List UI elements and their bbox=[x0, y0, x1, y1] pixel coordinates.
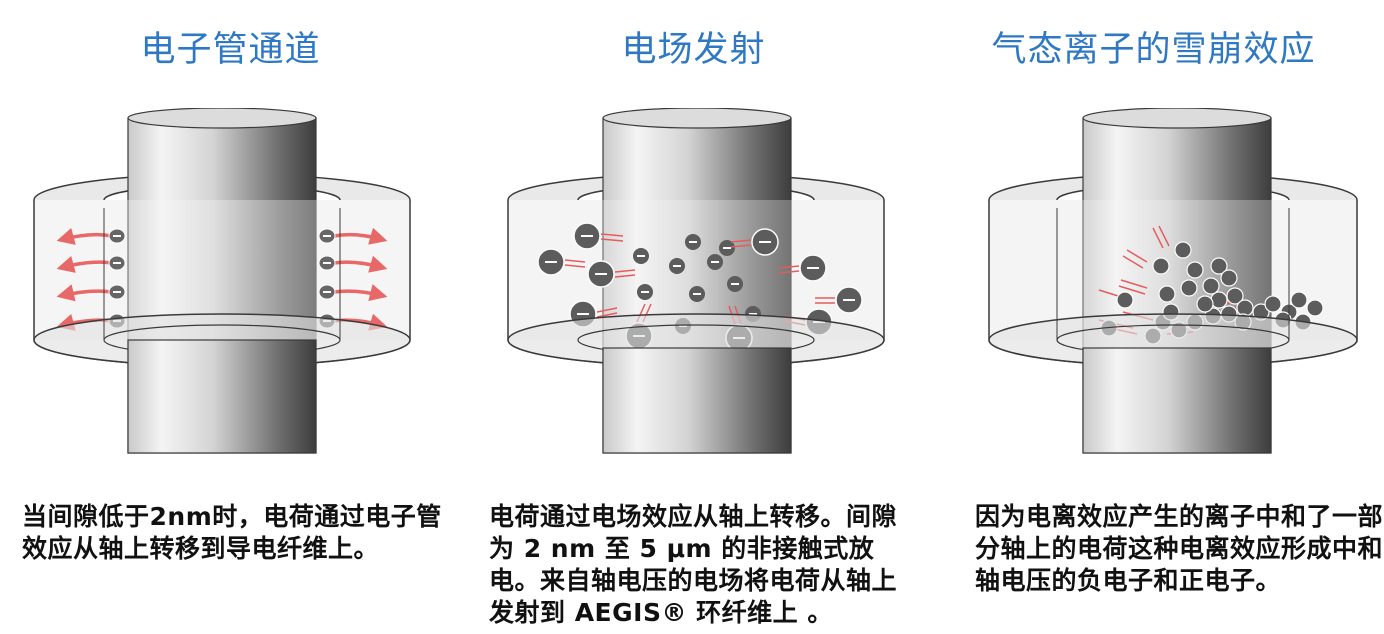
panel-title: 电子管通道 bbox=[140, 30, 321, 70]
avalanche-diagram bbox=[988, 108, 1358, 454]
panel-caption: 当间隙低于2nm时，电荷通过电子管效应从轴上转移到导电纤维上。 bbox=[22, 502, 442, 563]
panel-tunneling: 电子管通道 bbox=[0, 0, 461, 634]
panel-avalanche: 气态离子的雪崩效应 bbox=[923, 0, 1384, 634]
panel-title: 电场发射 bbox=[621, 30, 766, 70]
panel-caption: 因为电离效应产生的离子中和了一部分轴上的电荷这种电离效应形成中和轴电压的负电子和… bbox=[975, 502, 1384, 595]
field-emission-diagram bbox=[507, 108, 885, 454]
panel-field-emission: 电场发射 bbox=[463, 0, 924, 634]
panel-caption: 电荷通过电场效应从轴上转移。间隙为 2 nm 至 5 μm 的非接触式放电。来自… bbox=[489, 502, 898, 627]
tunneling-diagram bbox=[33, 108, 411, 454]
panel-title: 气态离子的雪崩效应 bbox=[991, 30, 1316, 70]
